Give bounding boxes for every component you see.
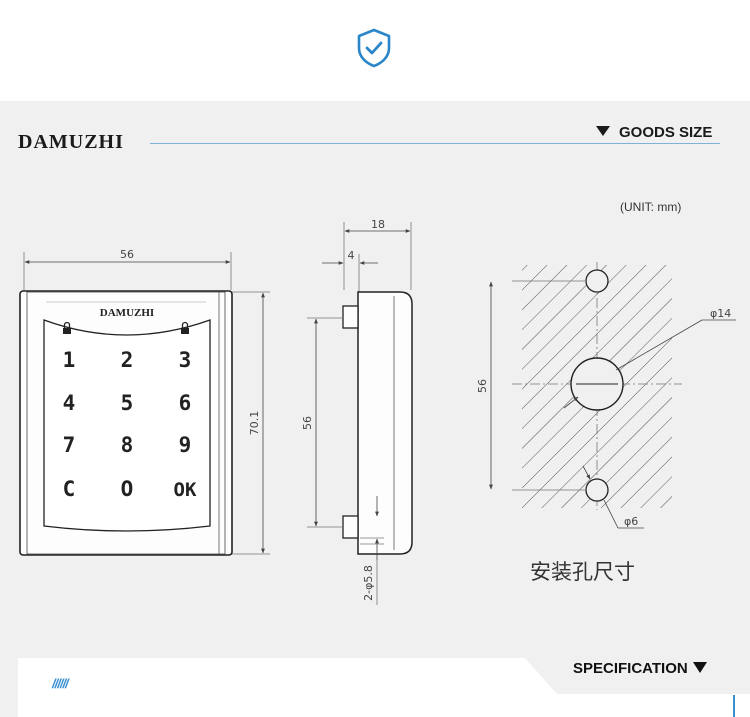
- key-c: C: [63, 477, 76, 501]
- shield-check-icon: [357, 28, 391, 68]
- footer-tab-shape: [0, 658, 750, 717]
- key-1: 1: [63, 348, 76, 372]
- front-width-label: 56: [120, 248, 134, 261]
- front-view: 56 70.1 DAMUZHI 1 2 3 4 5 6 7: [19, 248, 270, 556]
- lock-icon: [63, 321, 71, 334]
- key-0: O: [121, 477, 134, 501]
- front-height-label: 70.1: [248, 411, 261, 436]
- side-spacing-label: 56: [301, 416, 314, 430]
- small-hole-label: φ6: [624, 515, 638, 528]
- key-9: 9: [179, 433, 192, 457]
- side-hole-label: 2-φ5.8: [362, 565, 375, 601]
- install-hole-view: 56 φ14 φ6: [476, 262, 736, 529]
- key-2: 2: [121, 348, 134, 372]
- install-spacing-label: 56: [476, 379, 489, 393]
- top-banner: [0, 0, 750, 101]
- key-7: 7: [63, 433, 76, 457]
- stripe-decoration: //////: [52, 676, 69, 691]
- side-step-label: 4: [348, 249, 355, 262]
- triangle-down-icon: [692, 662, 707, 673]
- accent-tick: [733, 695, 735, 717]
- side-view: 18 4 56 2-φ5.8: [301, 218, 413, 605]
- brand-logo: DAMUZHI: [18, 131, 124, 153]
- key-3: 3: [179, 348, 192, 372]
- triangle-down-icon: [596, 126, 610, 136]
- header-divider: [150, 143, 720, 144]
- install-hole-caption: 安装孔尺寸: [530, 560, 635, 584]
- large-hole-label: φ14: [710, 307, 731, 320]
- key-8: 8: [121, 433, 134, 457]
- lock-icon: [181, 321, 189, 334]
- key-6: 6: [179, 391, 192, 415]
- unit-label: (UNIT: mm): [620, 200, 682, 214]
- footer-bar: [0, 658, 750, 717]
- device-logo: DAMUZHI: [100, 307, 154, 319]
- section-title: GOODS SIZE: [596, 124, 712, 141]
- side-depth-label: 18: [371, 218, 385, 231]
- key-4: 4: [63, 391, 76, 415]
- footer-title-text: SPECIFICATION: [573, 660, 688, 677]
- key-5: 5: [121, 391, 134, 415]
- key-ok: OK: [174, 479, 197, 501]
- footer-title: SPECIFICATION: [573, 660, 707, 677]
- section-title-text: GOODS SIZE: [619, 124, 713, 141]
